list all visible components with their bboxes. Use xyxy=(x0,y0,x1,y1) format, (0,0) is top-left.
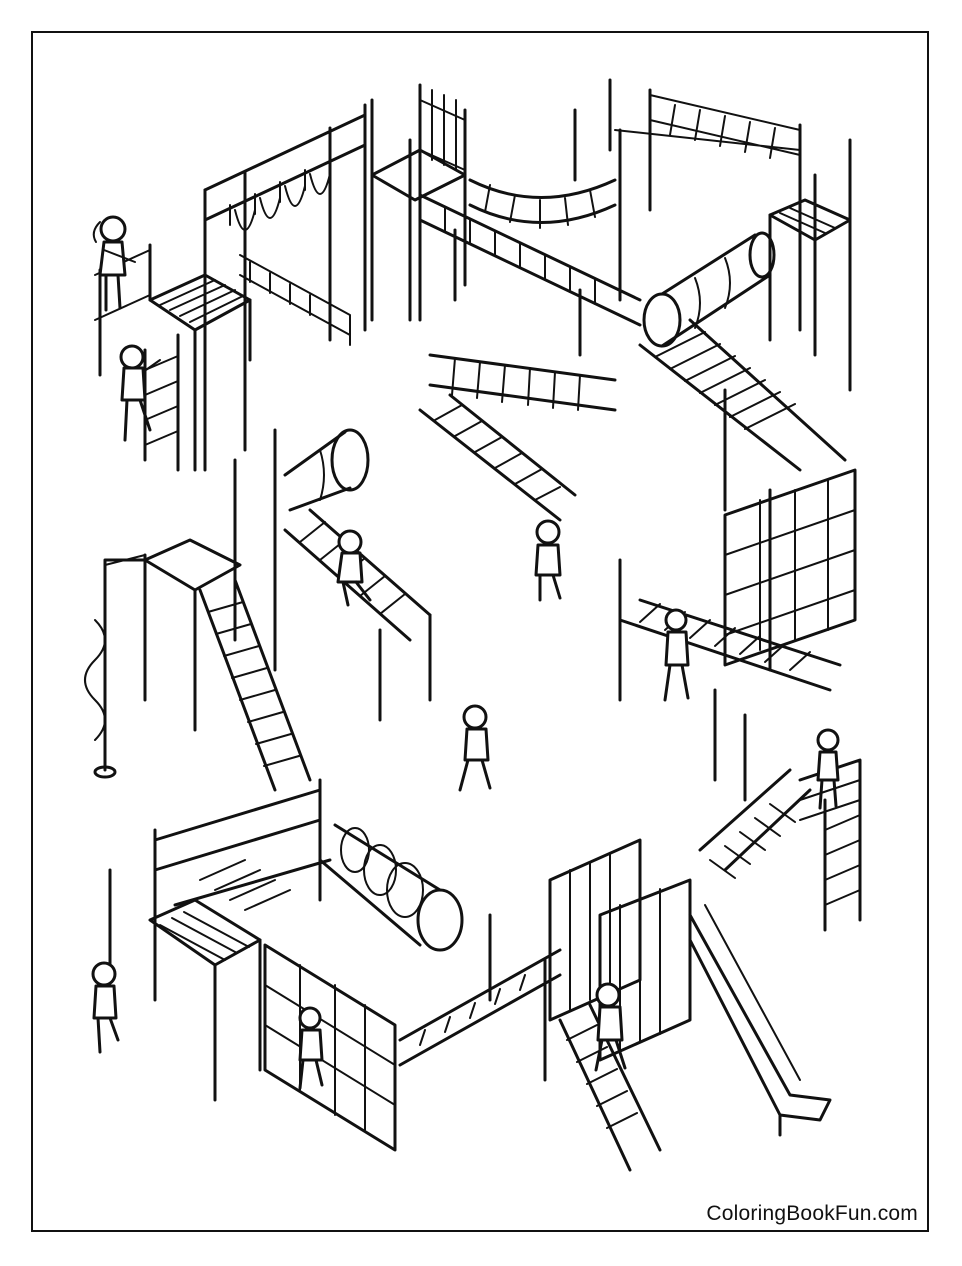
bottom-left-bridge xyxy=(108,778,332,1002)
bottom-right-stairs xyxy=(698,768,812,879)
middle-right-stairs xyxy=(638,318,847,512)
bottom-tube xyxy=(318,823,464,952)
middle-right-cargo-net xyxy=(723,468,857,672)
top-diagonal-ladder-walk xyxy=(418,193,642,357)
middle-plank-bridge xyxy=(428,353,617,412)
bottom-center-cargo-net xyxy=(263,943,397,1152)
child-center-ladder xyxy=(458,704,492,792)
child-right-walkway xyxy=(663,608,690,702)
top-left-monkey-bars xyxy=(203,98,412,472)
middle-left-tower xyxy=(84,428,277,779)
bottom-left-platform xyxy=(148,898,262,1102)
middle-center-walkway xyxy=(283,508,432,722)
site-credit: ColoringBookFun.com xyxy=(706,1202,918,1225)
right-platform-ladder xyxy=(798,758,862,932)
child-right-platform xyxy=(816,728,840,810)
top-left-platform xyxy=(94,243,351,472)
bottom-center-walkway xyxy=(398,913,562,1082)
top-left-ladder xyxy=(143,333,180,472)
middle-tube-slide xyxy=(283,428,370,512)
bottom-right-slide xyxy=(688,904,832,1137)
top-center-tower xyxy=(370,83,467,322)
child-top-left-climber xyxy=(119,344,161,442)
page-border xyxy=(31,31,929,1232)
child-top-left-girl xyxy=(92,215,136,312)
top-right-platform-tube xyxy=(642,138,852,392)
middle-left-ladder-walk xyxy=(198,578,312,792)
child-middle-boy xyxy=(534,519,562,602)
child-bottom-net-climber xyxy=(298,1006,324,1090)
child-bottom-left-climber xyxy=(91,961,120,1054)
middle-diagonal-ladder xyxy=(418,393,577,522)
child-middle-girl xyxy=(336,529,372,607)
middle-right-walkway xyxy=(618,558,842,802)
top-right-monkey-bars xyxy=(573,78,802,332)
top-rope-bridge xyxy=(468,178,617,229)
child-bottom-ladder xyxy=(594,982,627,1072)
